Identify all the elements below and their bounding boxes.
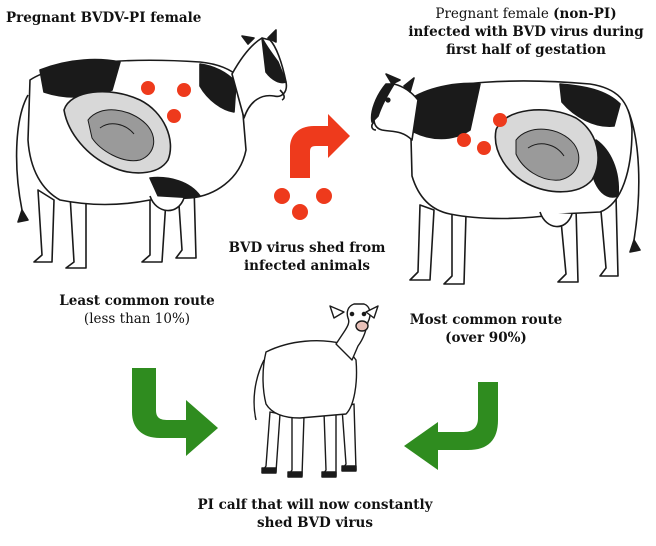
nonpi-label-line1-a: Pregnant female — [435, 6, 553, 22]
least-route-detail: (less than 10%) — [84, 311, 190, 327]
calf-label-line2: shed BVD virus — [257, 515, 373, 531]
calf-label-line1: PI calf that will now constantly — [198, 497, 433, 513]
pi-female-label-text: Pregnant BVDV-PI female — [6, 10, 201, 26]
shed-label-line1: BVD virus shed from — [229, 240, 386, 256]
most-common-route-arrow — [404, 382, 498, 470]
pi-female-label: Pregnant BVDV-PI female — [6, 10, 226, 28]
nonpi-female-cow — [372, 74, 640, 284]
least-common-route-label: Least common route (less than 10%) — [42, 293, 232, 329]
nonpi-label-line1-b: (non-PI) — [553, 6, 616, 22]
most-route-title: Most common route — [410, 312, 563, 328]
pi-calf-label: PI calf that will now constantly shed BV… — [170, 497, 460, 533]
nonpi-label-line2: infected with BVD virus during — [408, 24, 643, 40]
most-route-detail: (over 90%) — [445, 330, 527, 346]
nonpi-female-label: Pregnant female (non-PI) infected with B… — [398, 6, 654, 59]
least-common-route-arrow — [132, 368, 218, 456]
most-common-route-label: Most common route (over 90%) — [388, 312, 584, 348]
least-route-title: Least common route — [59, 293, 214, 309]
nonpi-label-line3: first half of gestation — [446, 42, 606, 58]
pi-female-cow — [17, 30, 287, 268]
shed-label-line2: infected animals — [244, 258, 370, 274]
virus-shed-label: BVD virus shed from infected animals — [222, 240, 392, 276]
pi-calf — [254, 304, 378, 477]
transmission-arrow — [290, 114, 350, 178]
shed-virus-dots — [274, 188, 332, 220]
